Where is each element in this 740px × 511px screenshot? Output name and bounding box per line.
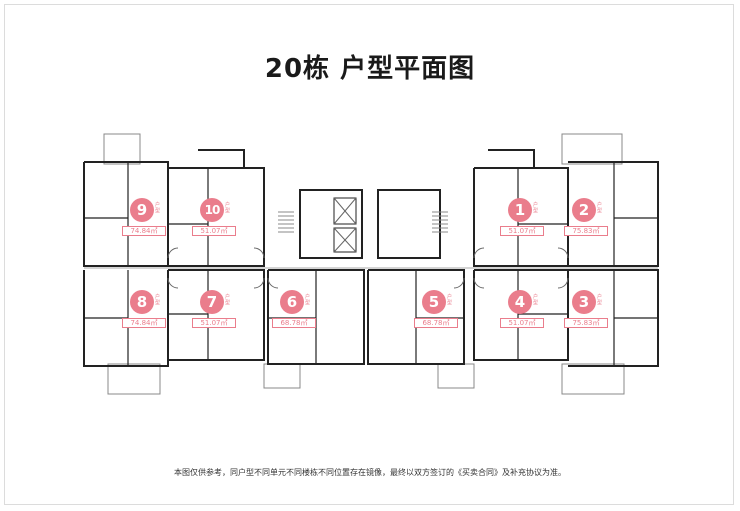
unit-type-label: 户型 bbox=[533, 202, 539, 214]
unit-number-badge: 3 bbox=[572, 290, 596, 314]
unit-number-badge: 7 bbox=[200, 290, 224, 314]
unit-type-label: 户型 bbox=[597, 202, 603, 214]
unit-7-label: 7 户型 51.07㎡ bbox=[190, 290, 240, 340]
unit-type-label: 户型 bbox=[155, 202, 161, 214]
unit-number-badge: 4 bbox=[508, 290, 532, 314]
unit-area: 74.84㎡ bbox=[122, 318, 166, 328]
unit-type-label: 户型 bbox=[447, 294, 453, 306]
unit-type-label: 户型 bbox=[225, 202, 231, 214]
unit-type-label: 户型 bbox=[533, 294, 539, 306]
unit-3-label: 3 户型 75.83㎡ bbox=[562, 290, 612, 340]
unit-area: 75.83㎡ bbox=[564, 318, 608, 328]
unit-6-label: 6 户型 68.78㎡ bbox=[270, 290, 320, 340]
unit-area: 51.07㎡ bbox=[500, 226, 544, 236]
unit-5-label: 5 户型 68.78㎡ bbox=[412, 290, 462, 340]
unit-8-label: 8 户型 74.84㎡ bbox=[120, 290, 170, 340]
unit-number-badge: 6 bbox=[280, 290, 304, 314]
unit-9-label: 9 户型 74.84㎡ bbox=[120, 198, 170, 248]
unit-type-label: 户型 bbox=[155, 294, 161, 306]
floor-plan: 9 户型 74.84㎡ 10 户型 51.07㎡ 1 户型 51.07㎡ 2 户… bbox=[68, 128, 674, 404]
unit-type-label: 户型 bbox=[597, 294, 603, 306]
unit-type-label: 户型 bbox=[225, 294, 231, 306]
unit-type-label: 户型 bbox=[305, 294, 311, 306]
page-title: 20栋 户型平面图 bbox=[264, 54, 476, 84]
unit-area: 51.07㎡ bbox=[192, 318, 236, 328]
unit-area: 68.78㎡ bbox=[414, 318, 458, 328]
unit-number-badge: 2 bbox=[572, 198, 596, 222]
unit-10-label: 10 户型 51.07㎡ bbox=[190, 198, 240, 248]
unit-number-badge: 1 bbox=[508, 198, 532, 222]
page-border bbox=[4, 4, 734, 505]
unit-number-badge: 9 bbox=[130, 198, 154, 222]
disclaimer-footnote: 本图仅供参考，同户型不同单元不同楼栋不同位置存在镜像，最终以双方签订的《买卖合同… bbox=[174, 468, 566, 477]
unit-area: 75.83㎡ bbox=[564, 226, 608, 236]
unit-1-label: 1 户型 51.07㎡ bbox=[498, 198, 548, 248]
unit-area: 51.07㎡ bbox=[500, 318, 544, 328]
unit-2-label: 2 户型 75.83㎡ bbox=[562, 198, 612, 248]
unit-area: 74.84㎡ bbox=[122, 226, 166, 236]
unit-4-label: 4 户型 51.07㎡ bbox=[498, 290, 548, 340]
unit-number-badge: 8 bbox=[130, 290, 154, 314]
floor-plan-drawing bbox=[83, 133, 659, 395]
unit-area: 68.78㎡ bbox=[272, 318, 316, 328]
unit-number-badge: 5 bbox=[422, 290, 446, 314]
unit-area: 51.07㎡ bbox=[192, 226, 236, 236]
unit-number-badge: 10 bbox=[200, 198, 224, 222]
